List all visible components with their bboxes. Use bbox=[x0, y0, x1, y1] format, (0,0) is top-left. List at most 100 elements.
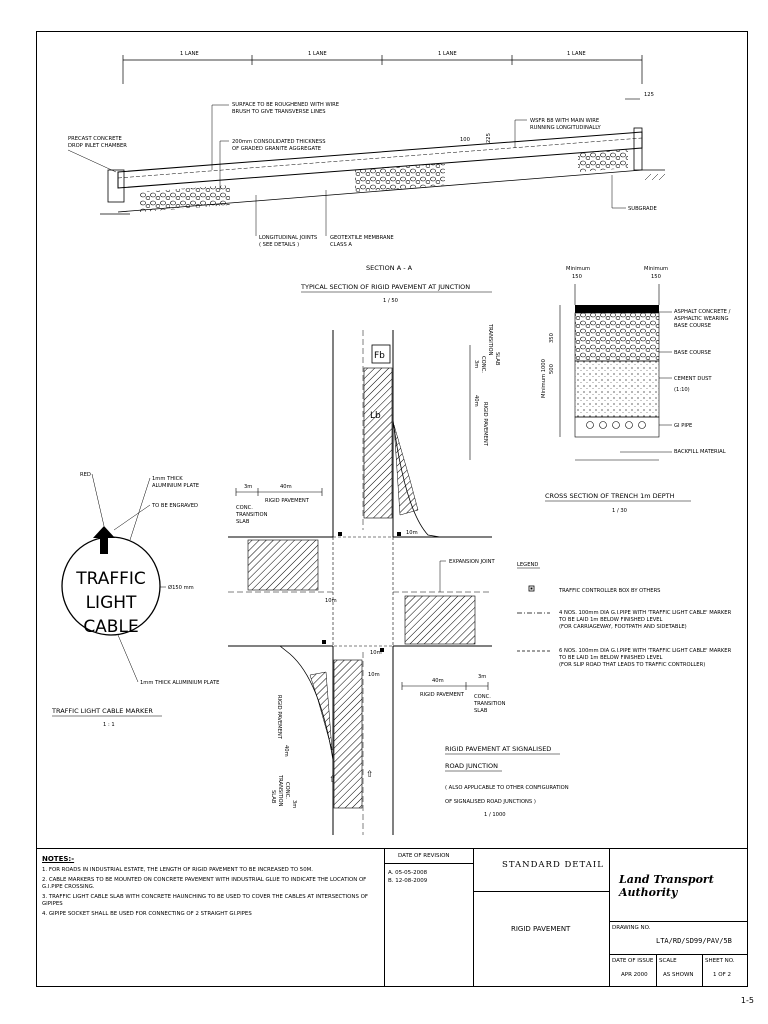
dim-10m-1: 10m bbox=[325, 598, 337, 604]
left-rigid: RIGID PAVEMENT bbox=[265, 498, 310, 504]
legend: LEGEND TRAFFIC CONTROLLER BOX BY OTHERS … bbox=[517, 562, 732, 668]
right-conc-3: SLAB bbox=[474, 708, 488, 714]
trench-cement-1: CEMENT DUST bbox=[674, 376, 712, 382]
direction-arrow-right-icon: ⇧ bbox=[366, 770, 374, 780]
drawing-no-label: DRAWING NO. bbox=[612, 925, 651, 931]
dim-10m-4: 10m bbox=[406, 530, 418, 536]
standard-detail-label: STANDARD DETAIL bbox=[502, 860, 604, 870]
dim-10m-2: 10m bbox=[370, 650, 382, 656]
trench-backfill: BACKFILL MATERIAL bbox=[674, 449, 726, 455]
trench-150-right: 150 bbox=[651, 274, 661, 280]
section-subtitle: TYPICAL SECTION OF RIGID PAVEMENT AT JUN… bbox=[300, 283, 470, 291]
joints-note-2: ( SEE DETAILS ) bbox=[259, 242, 299, 248]
dim-10m-3: 10m bbox=[368, 672, 380, 678]
lane-label-4: 1 LANE bbox=[567, 51, 586, 57]
drawing-no: LTA/RD/SD99/PAV/5B bbox=[656, 937, 732, 945]
trench-asphalt-2: ASPHALTIC WEARING bbox=[674, 316, 729, 322]
junction-scale: 1 / 1000 bbox=[484, 812, 506, 818]
consolidated-note-2: OF GRADED GRANITE AGGREGATE bbox=[232, 146, 321, 152]
junction-plan: Fb Lb 3m 40m RIGID PAVEMENT CONC. TR bbox=[228, 323, 569, 835]
arrow-up-icon bbox=[93, 526, 115, 554]
junction-title-2: ROAD JUNCTION bbox=[445, 762, 498, 770]
trench-dim-500: 500 bbox=[549, 364, 555, 374]
precast-note-2: DROP INLET CHAMBER bbox=[68, 143, 127, 149]
right-40m: 40m bbox=[432, 678, 444, 684]
right-conc-2: TRANSITION bbox=[473, 701, 506, 707]
date-issue-label: DATE OF ISSUE bbox=[612, 958, 654, 964]
marker-scale: 1 : 1 bbox=[103, 722, 115, 728]
legend-item-3b: TO BE LAID 1m BELOW FINISHED LEVEL bbox=[558, 655, 663, 661]
page-number: 1-5 bbox=[740, 996, 754, 1005]
section-a-a: 1 LANE 1 LANE 1 LANE 1 LANE SURFACE TO B… bbox=[67, 51, 666, 304]
fb-label: Fb bbox=[374, 351, 385, 361]
legend-item-3a: 6 NOS. 100mm DIA G.I.PIPE WITH 'TRAFFIC … bbox=[559, 648, 732, 654]
bottom-rigid-1: 40m bbox=[283, 745, 289, 757]
consolidated-note-1: 200mm CONSOLIDATED THICKNESS bbox=[232, 139, 326, 145]
note-3: 3. TRAFFIC LIGHT CABLE SLAB WITH CONCRET… bbox=[42, 894, 368, 907]
trench-asphalt-3: BASE COURSE bbox=[674, 323, 711, 329]
direction-arrow-left-icon: ⇧ bbox=[329, 775, 337, 785]
surface-note-1: SURFACE TO BE ROUGHENED WITH WIRE bbox=[232, 102, 339, 108]
revision-a: A. 05-05-2008 bbox=[388, 870, 428, 876]
drawing-frame bbox=[36, 31, 748, 987]
marker-engraved: TO BE ENGRAVED bbox=[151, 503, 198, 509]
trench-minimum-right: Minimum bbox=[644, 266, 668, 272]
top-conc-1: 3m bbox=[473, 360, 479, 368]
trench-min-1000: Minimum 1000 bbox=[541, 359, 547, 398]
controller-box-icon bbox=[528, 585, 535, 592]
revision-header: DATE OF REVISION bbox=[398, 853, 450, 859]
marker-title: TRAFFIC LIGHT CABLE MARKER bbox=[51, 707, 153, 715]
sheet-label: SHEET NO. bbox=[705, 958, 735, 964]
left-conc-2: TRANSITION bbox=[235, 512, 268, 518]
top-rigid-2: RIGID PAVEMENT bbox=[482, 402, 488, 447]
bottom-conc-2: CONC. bbox=[284, 782, 290, 799]
legend-item-2c: (FOR CARRIAGEWAY, FOOTPATH AND SIDETABLE… bbox=[559, 624, 687, 630]
section-scale: 1 / 50 bbox=[383, 298, 398, 304]
bottom-conc-1: 3m bbox=[291, 800, 297, 808]
scale-value: AS SHOWN bbox=[663, 972, 694, 978]
marker-red: RED bbox=[80, 472, 91, 478]
lb-label: Lb bbox=[370, 411, 381, 421]
date-issue: APR 2000 bbox=[621, 972, 648, 978]
left-conc-1: CONC. bbox=[236, 505, 253, 511]
note-1: 1. FOR ROADS IN INDUSTRIAL ESTATE, THE L… bbox=[42, 867, 314, 873]
left-conc-3: SLAB bbox=[236, 519, 250, 525]
trench-scale: 1 / 30 bbox=[612, 508, 627, 514]
legend-title: LEGEND bbox=[517, 562, 538, 568]
trench-gi: GI PIPE bbox=[674, 423, 692, 429]
precast-note-1: PRECAST CONCRETE bbox=[68, 136, 122, 142]
dim-100: 100 bbox=[460, 137, 470, 143]
left-3m: 3m bbox=[244, 484, 252, 490]
marker-text-2: LIGHT bbox=[86, 593, 137, 613]
geotextile-note-2: CLASS A bbox=[330, 242, 352, 248]
left-40m: 40m bbox=[280, 484, 292, 490]
lane-label-1: 1 LANE bbox=[180, 51, 199, 57]
title-block: NOTES:- 1. FOR ROADS IN INDUSTRIAL ESTAT… bbox=[36, 848, 748, 987]
legend-item-1: TRAFFIC CONTROLLER BOX BY OTHERS bbox=[558, 588, 660, 594]
top-conc-2: CONC. bbox=[480, 356, 486, 373]
note-2: 2. CABLE MARKERS TO BE MOUNTED ON CONCRE… bbox=[42, 877, 367, 890]
bottom-rigid-2: RIGID PAVEMENT bbox=[276, 695, 282, 740]
top-conc-4: SLAB bbox=[494, 352, 500, 366]
trench-section: Minimum Minimum 150 150 350 500 Minimum … bbox=[541, 266, 731, 514]
trench-cement-2: (1:10) bbox=[674, 387, 690, 393]
bottom-conc-3: TRANSITION bbox=[277, 774, 283, 807]
lta-logo: Land Transport Authority bbox=[619, 873, 714, 899]
right-rigid: RIGID PAVEMENT bbox=[420, 692, 465, 698]
legend-item-3c: (FOR SLIP ROAD THAT LEADS TO TRAFFIC CON… bbox=[559, 662, 705, 668]
junction-note-1: ( ALSO APPLICABLE TO OTHER CONFIGURATION bbox=[445, 785, 569, 791]
marker-text-1: TRAFFIC bbox=[75, 569, 146, 589]
bottom-conc-4: SLAB bbox=[270, 790, 276, 804]
scale-label: SCALE bbox=[659, 958, 677, 964]
marker-text-3: CABLE bbox=[83, 617, 138, 637]
right-3m: 3m bbox=[478, 674, 486, 680]
trench-base: BASE COURSE bbox=[674, 350, 711, 356]
lane-label-3: 1 LANE bbox=[438, 51, 457, 57]
trench-asphalt-1: ASPHALT CONCRETE / bbox=[674, 309, 731, 315]
drawing-title: RIGID PAVEMENT bbox=[511, 925, 571, 933]
trench-title: CROSS SECTION OF TRENCH 1m DEPTH bbox=[545, 492, 675, 500]
top-rigid-1: 40m bbox=[473, 395, 479, 407]
top-conc-3: TRANSITION bbox=[487, 323, 493, 356]
lane-label-2: 1 LANE bbox=[308, 51, 327, 57]
